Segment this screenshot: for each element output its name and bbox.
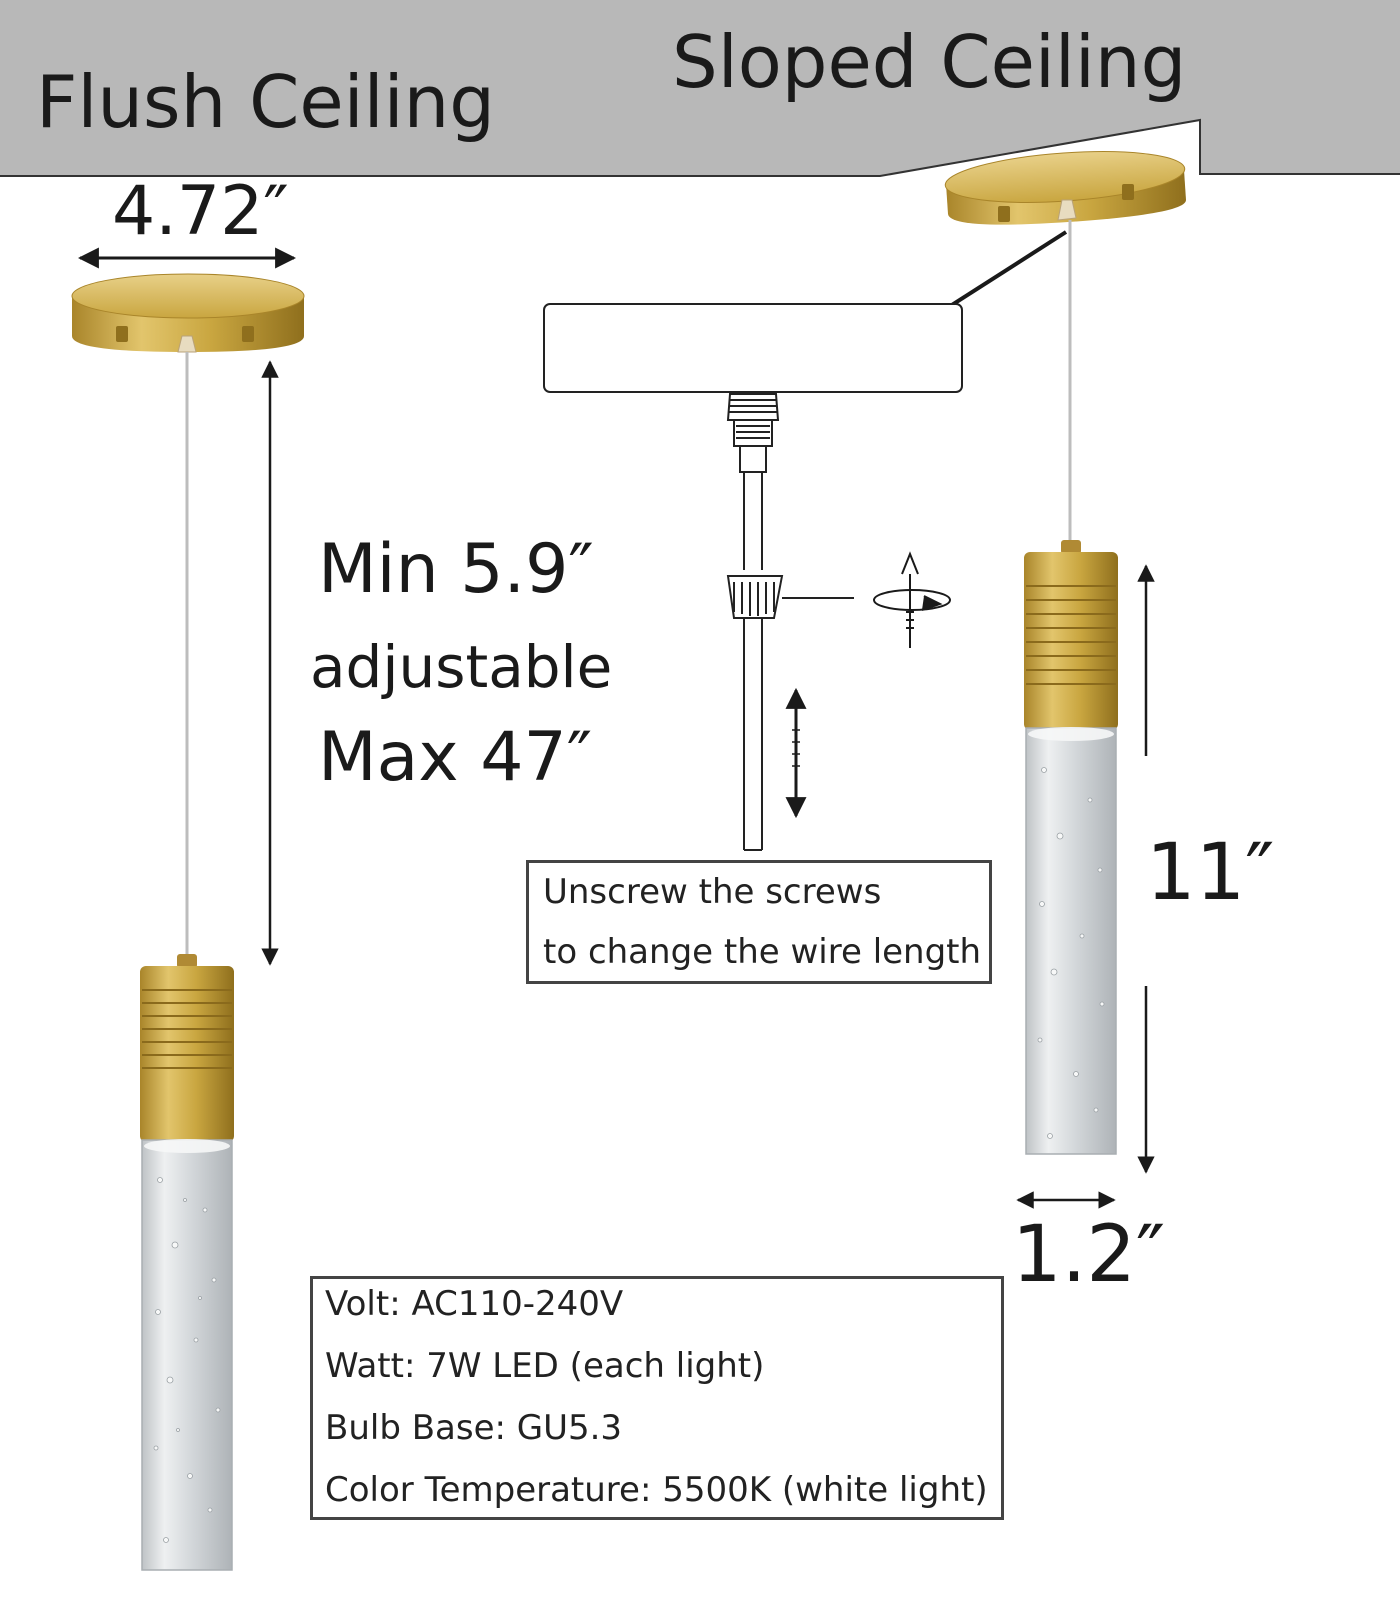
flush-glass-tube <box>142 1140 232 1570</box>
sloped-ceiling-title: Sloped Ceiling <box>672 20 1187 104</box>
pendant-length-label: 11″ <box>1146 828 1275 918</box>
adjust-max-label: Max 47″ <box>318 718 593 797</box>
flush-pendant <box>71 273 305 1571</box>
pendant-width-label: 1.2″ <box>1012 1210 1166 1300</box>
sloped-glass-tube <box>1026 728 1116 1154</box>
instruction-box: Unscrew the screws to change the wire le… <box>526 860 992 984</box>
flush-ceiling-title: Flush Ceiling <box>36 60 495 144</box>
instruction-line-1: Unscrew the screws <box>543 872 882 912</box>
spec-volt: Volt: AC110-240V <box>325 1284 624 1324</box>
spec-watt: Watt: 7W LED (each light) <box>325 1346 765 1386</box>
rotate-icon <box>873 551 951 648</box>
wire-adjust-detail <box>543 303 963 851</box>
instruction-line-2: to change the wire length <box>543 932 982 972</box>
sloped-pendant <box>944 151 1186 1155</box>
spec-color-temperature: Color Temperature: 5500K (white light) <box>325 1470 988 1510</box>
adjust-min-label: Min 5.9″ <box>318 530 594 609</box>
adjust-word-label: adjustable <box>310 633 613 701</box>
ceiling-band <box>0 0 1400 176</box>
specs-box: Volt: AC110-240V Watt: 7W LED (each ligh… <box>310 1276 1004 1520</box>
canopy-width-label: 4.72″ <box>112 172 289 251</box>
detail-canopy-box <box>543 303 963 393</box>
ceiling-edge <box>0 118 1400 177</box>
spec-bulb-base: Bulb Base: GU5.3 <box>325 1408 623 1448</box>
